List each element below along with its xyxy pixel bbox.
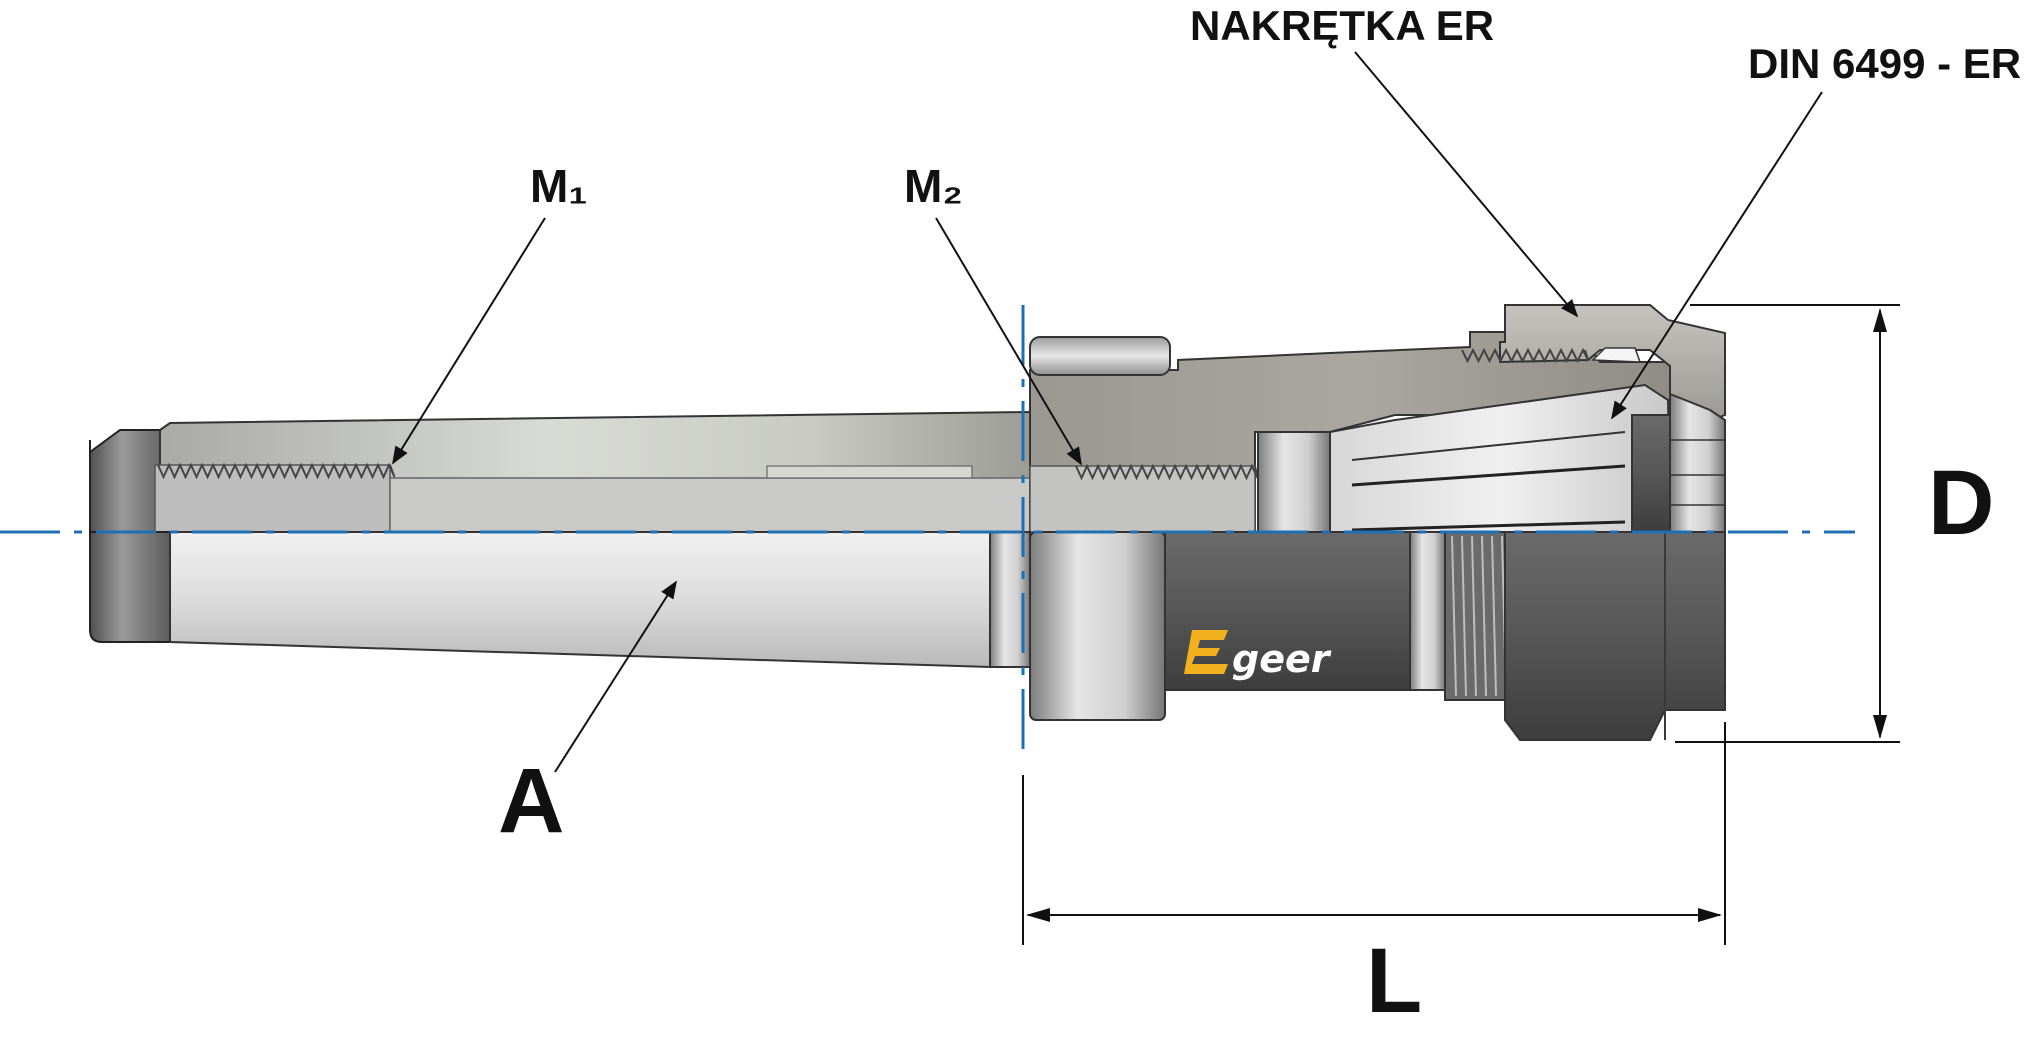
collet-nose-front: [1669, 392, 1726, 533]
bore-ring: [1257, 431, 1331, 533]
body-step: [1409, 531, 1446, 691]
callout-a: A: [498, 580, 677, 852]
label-a: A: [498, 750, 564, 852]
er-nut-lower: [1504, 531, 1726, 741]
internal-step: [766, 465, 973, 479]
taper-shank-lower: [169, 531, 991, 669]
label-din-6499-er: DIN 6499 - ER: [1748, 40, 2021, 87]
leader-m1: [392, 217, 546, 465]
logo-text: geer: [1232, 637, 1332, 681]
callout-m1: M₁: [392, 160, 587, 465]
callout-nut: NAKRĘTKA ER: [1190, 2, 1579, 318]
label-l: L: [1366, 930, 1422, 1032]
collar-ring: [1029, 531, 1166, 721]
lower-external-view: geer: [89, 531, 1726, 741]
label-m1: M₁: [530, 160, 587, 212]
label-d: D: [1928, 452, 1994, 554]
collet-nose-dark: [1631, 414, 1671, 533]
label-nakretka-er: NAKRĘTKA ER: [1190, 2, 1494, 49]
collet-slot-3: [1351, 520, 1626, 532]
leader-m2: [935, 217, 1082, 466]
leader-nut: [1354, 51, 1579, 318]
m2-thread-bore: [1029, 465, 1256, 533]
axis-lines: [0, 305, 1855, 755]
m2-thread-teeth: [1075, 463, 1259, 481]
dimension-d: D: [1675, 304, 1994, 743]
body-lower: [1164, 531, 1411, 691]
leader-a: [554, 580, 677, 773]
m1-thread-teeth: [157, 462, 396, 480]
drive-key: [1029, 336, 1171, 376]
dimension-l: L: [1022, 722, 1726, 1032]
label-m2: M₂: [904, 160, 963, 212]
leader-collet: [1611, 91, 1823, 420]
er-nut-lip: [1591, 347, 1642, 363]
collet-slot-2: [1351, 464, 1626, 487]
upper-section-view: [89, 304, 1726, 533]
callout-m2: M₂: [904, 160, 1082, 466]
internal-bore: [389, 477, 1031, 533]
shank-end-lower: [89, 531, 171, 643]
external-thread-lines: [1451, 535, 1507, 697]
egeer-logo: geer: [1184, 630, 1332, 681]
er-nut-thread: [1461, 347, 1590, 364]
callout-collet: DIN 6499 - ER: [1611, 40, 2021, 420]
er-nut-upper: [1499, 304, 1726, 425]
collet-slot-1: [1351, 431, 1626, 461]
logo-e-mark: [1184, 630, 1228, 674]
